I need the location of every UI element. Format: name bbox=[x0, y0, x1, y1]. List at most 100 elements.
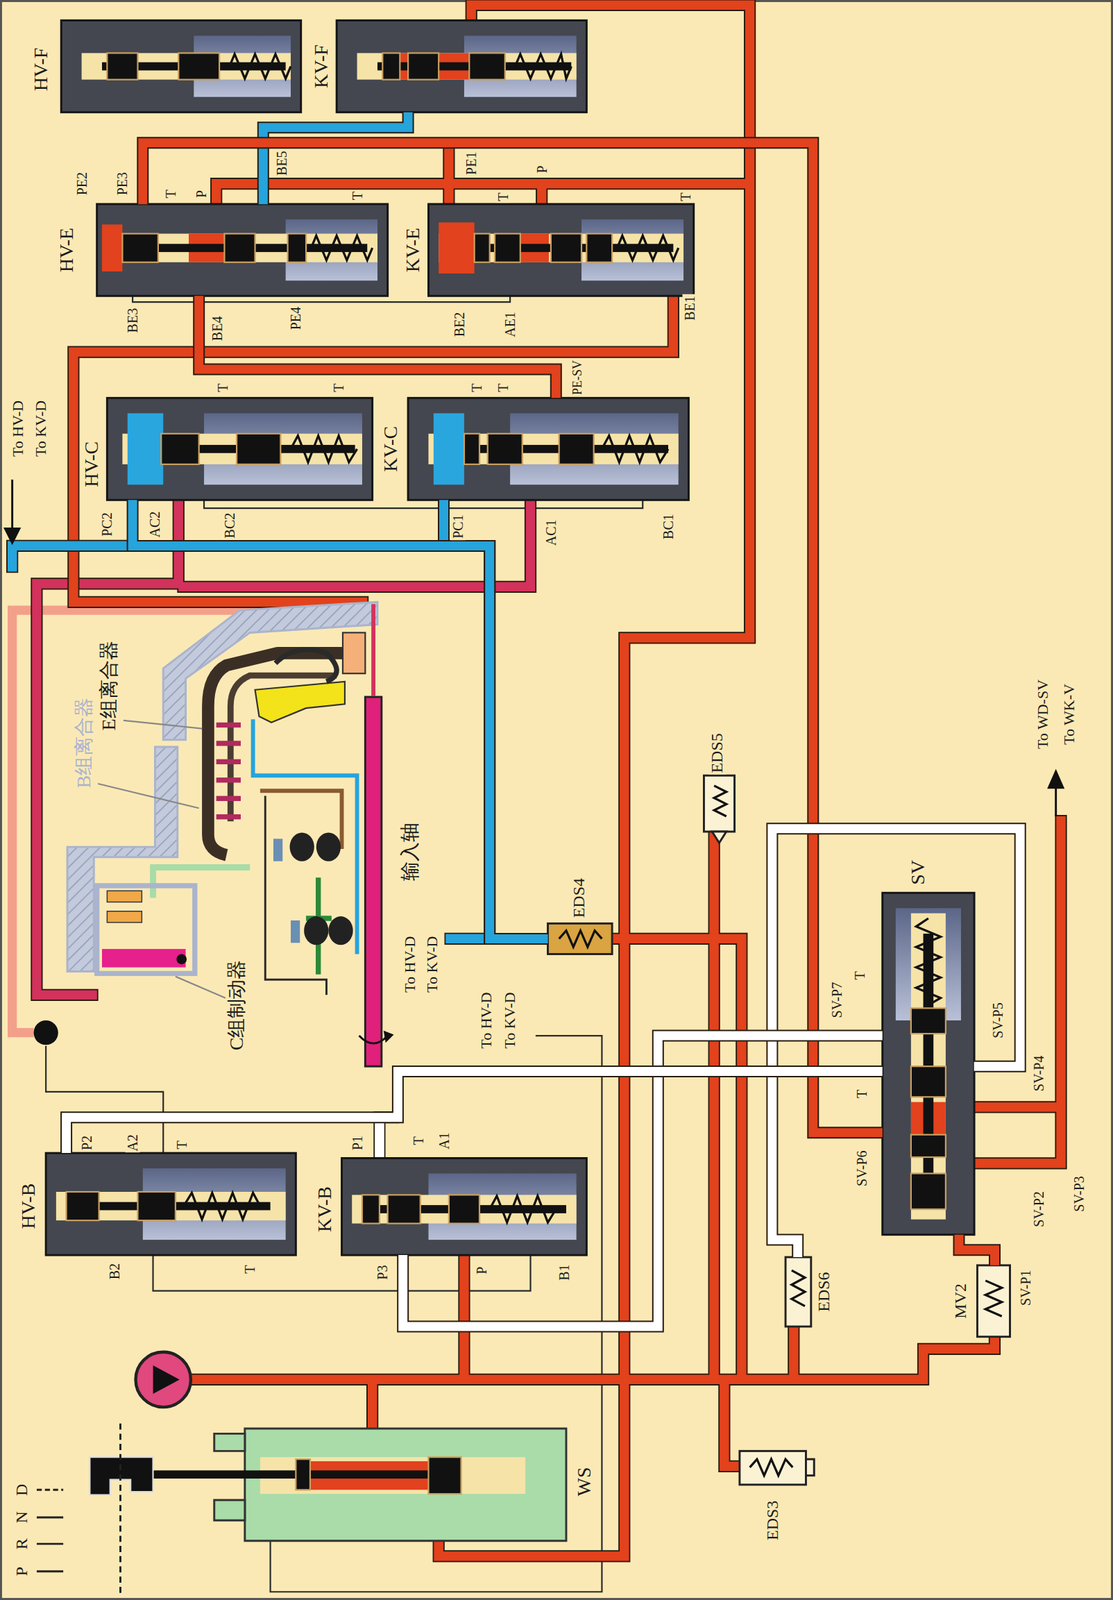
valve-kv-c bbox=[408, 397, 689, 500]
clutch-assembly bbox=[316, 832, 341, 862]
valve-sv bbox=[911, 913, 946, 1220]
port-label: T bbox=[331, 382, 347, 394]
solenoid-valve bbox=[711, 831, 727, 843]
port-label: B1 bbox=[557, 1262, 572, 1281]
valve-sv bbox=[911, 1065, 946, 1097]
valve-body: HV-B bbox=[45, 1152, 296, 1255]
valve-body: HV-E bbox=[97, 204, 388, 296]
solenoid-valve: EDS3 bbox=[739, 1450, 807, 1485]
valve-body: KV-E bbox=[428, 204, 694, 296]
valve-hv-e bbox=[285, 219, 378, 281]
valve-label: WS bbox=[574, 1465, 595, 1498]
line-fill bbox=[772, 828, 1021, 1257]
port-label: P2 bbox=[79, 1133, 94, 1152]
clutch-assembly bbox=[383, 1030, 395, 1043]
valve-hv-b bbox=[56, 1191, 286, 1220]
port-label: T bbox=[852, 969, 868, 981]
valve-hv-c bbox=[106, 397, 372, 500]
pressure-line bbox=[73, 295, 674, 602]
port-label: T bbox=[495, 191, 511, 203]
solenoid-valve: EDS5 bbox=[703, 775, 735, 832]
direction-arrow bbox=[1054, 785, 1057, 817]
clutch-assembly bbox=[364, 696, 382, 1066]
valve-hv-f bbox=[61, 20, 301, 112]
pressure-line bbox=[12, 545, 128, 572]
valve-hv-b bbox=[66, 1191, 100, 1220]
valve-kv-e bbox=[616, 235, 678, 261]
port-label: A2 bbox=[125, 1132, 141, 1152]
port-label: D bbox=[13, 1482, 32, 1497]
direction-arrow bbox=[4, 528, 20, 543]
solenoid-valve bbox=[785, 1256, 812, 1327]
clutch-assembly bbox=[255, 681, 345, 723]
clutch-assembly bbox=[208, 652, 360, 855]
hydraulic-line bbox=[444, 499, 549, 939]
clutch-assembly bbox=[328, 915, 353, 945]
port-label: BE5 bbox=[274, 149, 289, 177]
valve-hv-e bbox=[102, 224, 123, 272]
valve-kv-b bbox=[489, 1195, 557, 1222]
port-label: R bbox=[13, 1536, 32, 1551]
port-label: T bbox=[854, 1088, 870, 1100]
port-label: BE1 bbox=[682, 294, 697, 322]
hydraulic-line bbox=[262, 112, 409, 205]
port-label: BC1 bbox=[660, 512, 676, 541]
pressure-line bbox=[445, 933, 490, 943]
port-label: SV-P6 bbox=[854, 1148, 870, 1188]
clutch-assembly bbox=[176, 953, 187, 964]
pilot-line bbox=[204, 499, 643, 508]
valve-body: KV-C bbox=[408, 397, 689, 500]
solenoid-valve bbox=[739, 1450, 807, 1485]
gear-position-mark bbox=[36, 1515, 64, 1518]
pressure-line bbox=[724, 1378, 740, 1466]
line-fill bbox=[444, 499, 549, 939]
port-label: AC1 bbox=[543, 517, 558, 547]
port-label: P1 bbox=[349, 1133, 365, 1152]
gear-position-mark bbox=[36, 1488, 64, 1491]
valve-sv bbox=[882, 892, 975, 1234]
hydraulic-line bbox=[199, 295, 557, 398]
direction-arrow bbox=[1048, 770, 1064, 788]
port-label: To HV-D bbox=[401, 934, 418, 994]
valve-kv-e bbox=[438, 222, 474, 274]
gear-position-mark bbox=[36, 1489, 64, 1571]
port-label: SV-P3 bbox=[1072, 1174, 1087, 1213]
clutch-assembly bbox=[303, 915, 329, 945]
selector-valve-ws bbox=[119, 1423, 122, 1597]
port-label: T bbox=[495, 382, 511, 394]
solenoid-valve bbox=[976, 1264, 1010, 1337]
valve-hv-e bbox=[122, 233, 158, 263]
line-fill bbox=[403, 1035, 883, 1327]
solenoid-valve bbox=[750, 1458, 794, 1476]
valve-kv-e bbox=[474, 233, 490, 263]
pressure-line bbox=[36, 499, 531, 995]
port-label: PC1 bbox=[451, 512, 466, 540]
clutch-assembly bbox=[359, 1035, 388, 1043]
valve-kv-b bbox=[448, 1194, 480, 1223]
valve-kv-b bbox=[342, 1157, 588, 1255]
clutch-assembly bbox=[342, 632, 365, 674]
valve-sv bbox=[915, 918, 941, 1005]
solenoid-valve bbox=[805, 1458, 814, 1476]
hydraulic-line bbox=[403, 1035, 883, 1327]
valve-body: WS bbox=[214, 1428, 567, 1541]
line-outline bbox=[199, 295, 557, 398]
solenoid-valve: MV2 bbox=[976, 1264, 1010, 1337]
port-label: To KV-D bbox=[32, 398, 49, 458]
valve-kv-c bbox=[559, 433, 594, 465]
valve-hv-c bbox=[290, 435, 358, 463]
valve-label: MV2 bbox=[952, 1281, 970, 1320]
valve-kv-f bbox=[336, 20, 587, 112]
pump bbox=[136, 1351, 191, 1407]
solenoid-valve bbox=[714, 785, 727, 817]
gear-position-mark bbox=[36, 1569, 64, 1572]
pressure-line bbox=[190, 1336, 996, 1380]
line-fill bbox=[199, 295, 557, 398]
selector-valve-ws bbox=[244, 1428, 567, 1541]
valve-hv-e bbox=[97, 204, 388, 296]
valve-hv-c bbox=[236, 433, 281, 465]
port-label: T bbox=[163, 188, 178, 200]
valve-hv-f bbox=[61, 20, 301, 112]
pressure-line bbox=[974, 1101, 1061, 1111]
port-label: AC2 bbox=[147, 510, 163, 540]
